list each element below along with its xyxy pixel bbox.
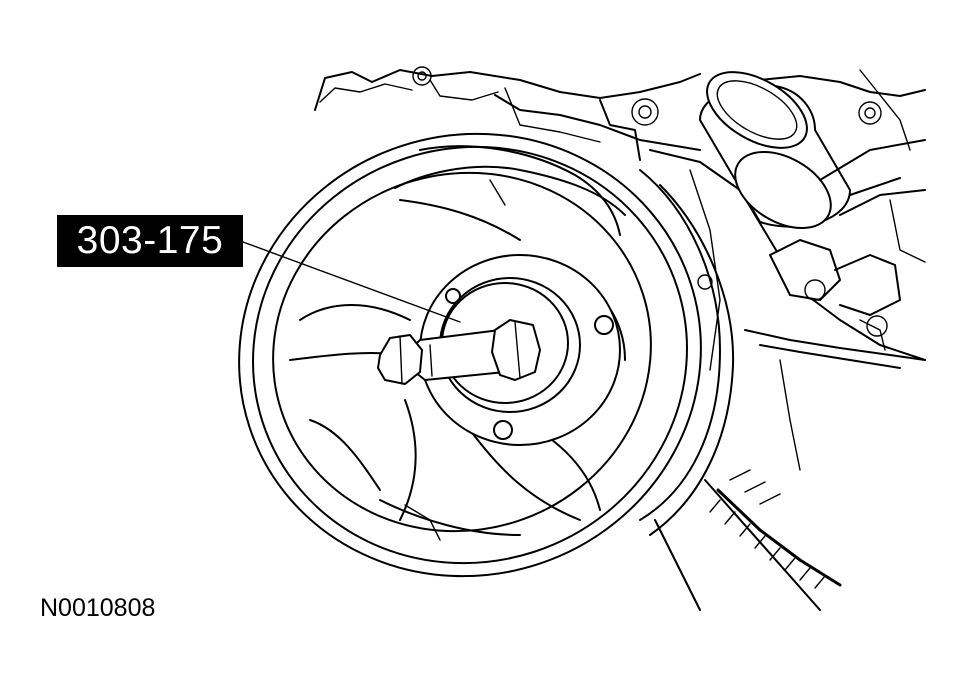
drive-belt	[654, 469, 842, 611]
pulley-spokes	[289, 145, 626, 541]
figure-id: N0010808	[40, 594, 156, 622]
tool-callout-label: 303-175	[57, 215, 243, 267]
callout-leader-line	[242, 241, 461, 323]
thermostat-housing	[699, 71, 926, 351]
holding-tool-303-175	[377, 319, 541, 385]
